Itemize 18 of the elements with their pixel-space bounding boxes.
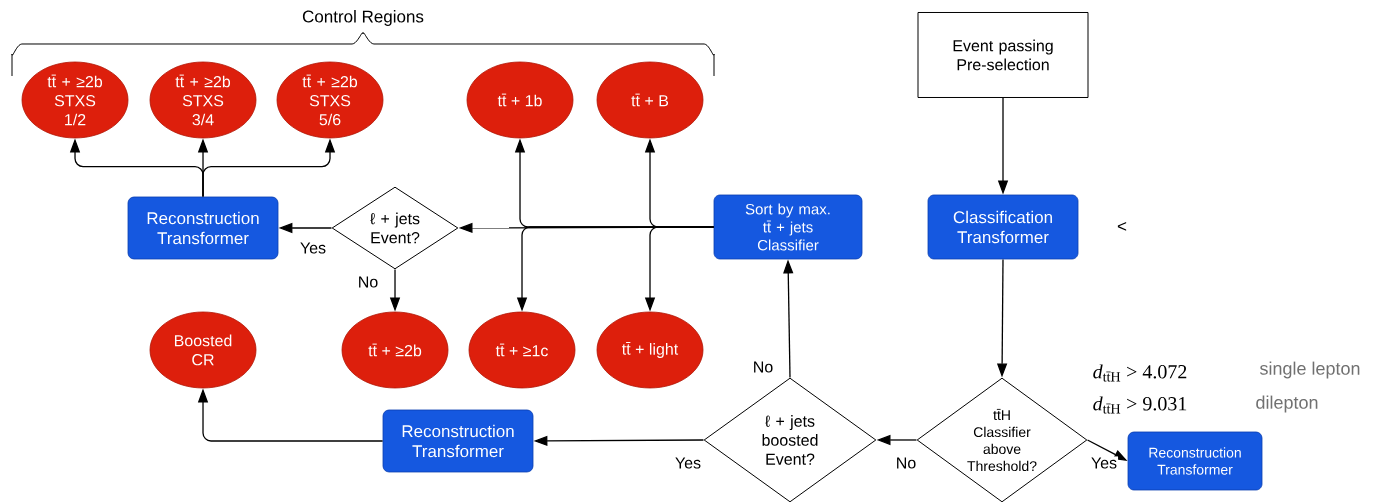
annotation-text: dilepton [1256, 395, 1318, 413]
process-box: Sort by max. tt̄ + jets Classifier [713, 194, 863, 260]
process-box: Reconstruction Transformer [127, 196, 279, 260]
edge-label: No [356, 275, 380, 289]
edge-label: No [751, 360, 775, 374]
annotation-text: single lepton [1259, 361, 1360, 379]
annotation-text: Control Regions [302, 10, 424, 26]
process-box: Classification Transformer [927, 194, 1079, 260]
process-box: Reconstruction Transformer [382, 409, 534, 473]
threshold-formula: d$_{tt̄H}$ > 4.072 [1093, 364, 1187, 382]
edge-label: Yes [1089, 456, 1119, 470]
edge-label: No [894, 456, 918, 470]
threshold-formula: d$_{tt̄H}$ > 9.031 [1093, 396, 1187, 414]
annotation-text: < [1117, 222, 1127, 231]
process-box: Reconstruction Transformer [1127, 431, 1263, 491]
edge-label: Yes [673, 456, 703, 470]
start-box: Event passing Pre-selection [917, 12, 1089, 98]
edge-label: Yes [298, 241, 328, 255]
